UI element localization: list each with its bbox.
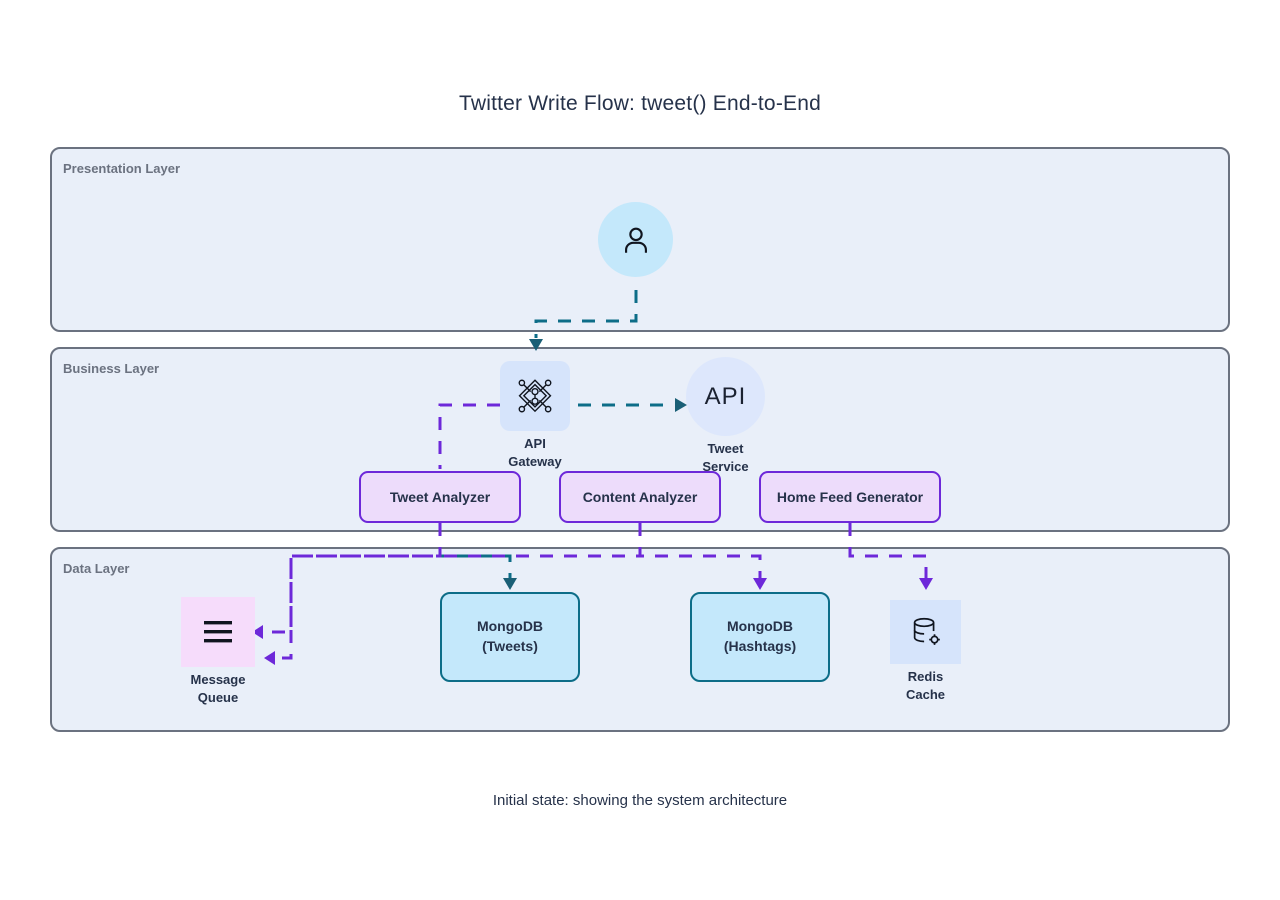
layer-presentation-label: Presentation Layer — [63, 161, 181, 176]
node-user[interactable] — [598, 202, 673, 277]
status-caption: Initial state: showing the system archit… — [492, 792, 788, 809]
layer-data-label: Data Layer — [63, 561, 130, 576]
node-tweet-analyzer[interactable]: Tweet Analyzer — [359, 471, 521, 523]
page-title: Twitter Write Flow: tweet() End-to-End — [459, 92, 821, 115]
node-mongodb-hashtags[interactable]: MongoDB (Hashtags) — [690, 592, 830, 682]
layer-business-label: Business Layer — [63, 361, 160, 376]
api-gateway-icon — [518, 379, 552, 413]
api-gateway-tile — [500, 361, 570, 431]
message-queue-tile — [181, 597, 255, 667]
api-badge-icon: API — [686, 357, 765, 436]
user-icon — [624, 227, 647, 253]
redis-cache-tile — [890, 600, 961, 664]
queue-icon — [204, 621, 232, 643]
node-content-analyzer[interactable]: Content Analyzer — [559, 471, 721, 523]
node-redis-cache-label: Redis Cache — [905, 669, 946, 702]
node-redis-cache[interactable]: Redis Cache — [890, 600, 961, 702]
node-home-feed-generator[interactable]: Home Feed Generator — [759, 471, 941, 523]
node-message-queue[interactable]: Message Queue — [181, 597, 255, 705]
node-tweet-service[interactable]: API Tweet Service — [686, 357, 765, 474]
node-tweet-service-label: Tweet Service — [702, 441, 749, 474]
node-api-gateway[interactable]: API Gateway — [500, 361, 570, 469]
database-gear-icon — [913, 617, 940, 645]
avatar — [598, 202, 673, 277]
node-api-gateway-label: API Gateway — [508, 436, 562, 469]
node-mongodb-tweets[interactable]: MongoDB (Tweets) — [440, 592, 580, 682]
node-message-queue-label: Message Queue — [190, 672, 246, 705]
